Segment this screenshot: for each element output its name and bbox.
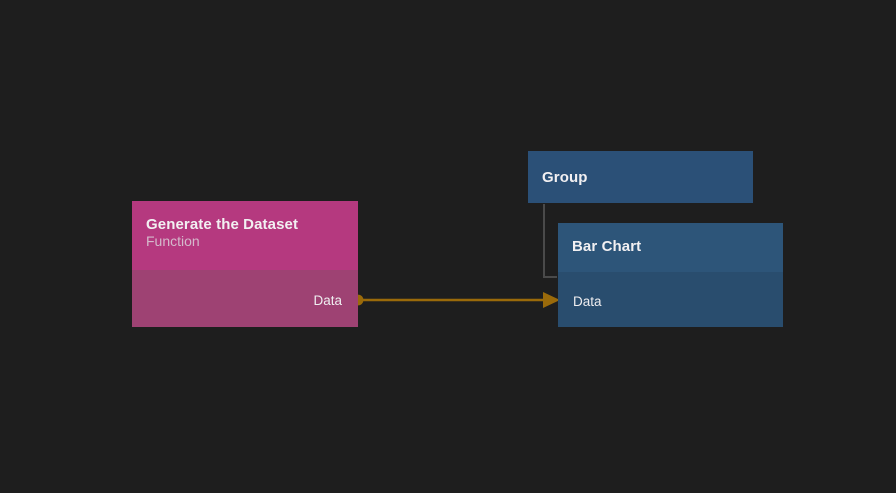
node-header[interactable]: Bar Chart — [558, 223, 783, 272]
node-title: Bar Chart — [572, 238, 642, 255]
node-bar-chart[interactable]: Bar Chart Data — [558, 223, 783, 327]
node-header[interactable]: Generate the Dataset Function — [132, 201, 358, 270]
node-title: Group — [542, 169, 588, 186]
node-title: Generate the Dataset — [146, 216, 299, 233]
node-subtitle: Function — [146, 233, 200, 250]
node-group[interactable]: Group — [528, 151, 753, 203]
group-membership-bracket — [543, 204, 557, 278]
node-body[interactable]: Data — [558, 272, 783, 327]
input-port-data[interactable]: Data — [573, 294, 602, 309]
bracket-vertical-line — [543, 204, 545, 278]
output-port-data[interactable]: Data — [313, 293, 342, 308]
edge-data-to-data[interactable] — [352, 292, 560, 308]
node-body[interactable]: Data — [132, 270, 358, 327]
bracket-horizontal-line — [543, 276, 557, 278]
node-generate-the-dataset[interactable]: Generate the Dataset Function Data — [132, 201, 358, 327]
